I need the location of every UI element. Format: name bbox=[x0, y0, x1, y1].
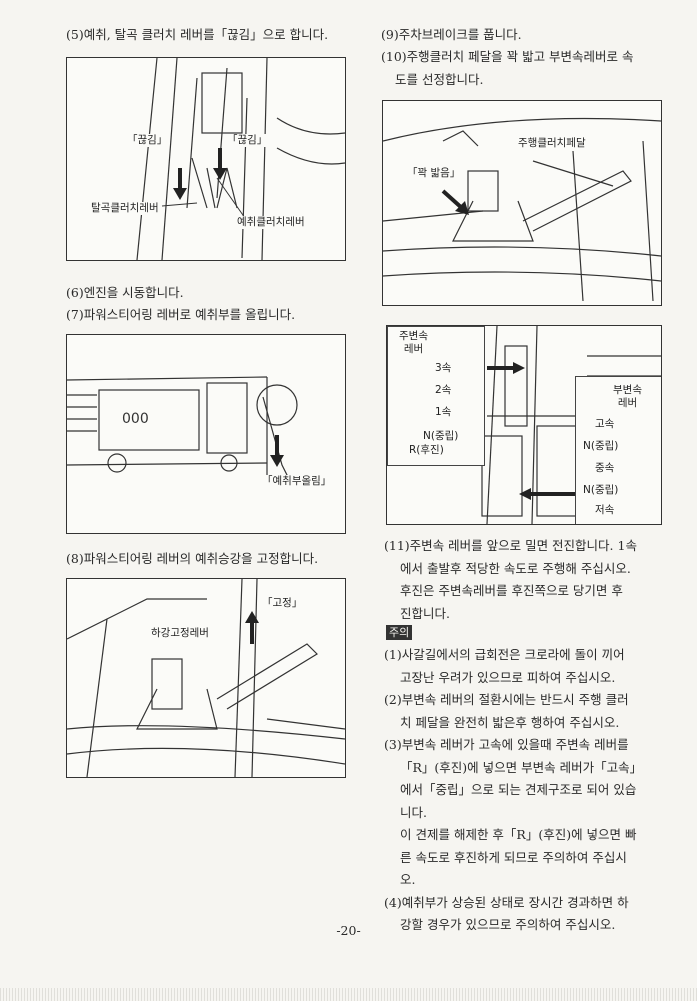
note-line: 치 페달을 완전히 밟은후 행하여 주십시오. bbox=[400, 714, 620, 730]
sub-shift-title-line: 부변속 bbox=[613, 384, 642, 396]
gear-reverse: R(후진) bbox=[409, 444, 444, 457]
note-line: 른 속도로 후진하게 되므로 주의하여 주십시 bbox=[400, 849, 627, 865]
svg-text:000: 000 bbox=[122, 411, 149, 427]
label-fix: 「고정」 bbox=[262, 597, 303, 610]
step-5-text: (5)예취, 탈곡 클러치 레버를「끊김」으로 합니다. bbox=[66, 27, 329, 42]
note-line: (2)부변속 레버의 절환시에는 반드시 주행 클러 bbox=[384, 692, 629, 707]
main-shift-title-line: 주변속 bbox=[399, 330, 428, 342]
lowering-lock-illustration bbox=[67, 579, 345, 777]
label-mowing-clutch-lever: 예취클러치레버 bbox=[237, 216, 305, 229]
sub-gear-neutral-2: N(중립) bbox=[583, 484, 619, 497]
note-line: 강할 경우가 있으므로 주의하여 주십시오. bbox=[400, 917, 616, 932]
note-line: (4)예취부가 상승된 상태로 장시간 경과하면 하 bbox=[384, 894, 629, 910]
step-8-text: (8)파워스티어링 레버의 예취승강을 고정합니다. bbox=[66, 551, 319, 566]
step-10-text: (10)주행클러치 페달을 꽉 밟고 부변속레버로 속 도를 선정합니다. bbox=[381, 46, 634, 91]
main-shift-title: 주변속 레버 bbox=[399, 330, 428, 356]
step-11-line: 에서 출발후 적당한 속도로 주행해 주십시오. bbox=[400, 560, 631, 576]
step-11-line: 진합니다. bbox=[400, 605, 450, 621]
note-line: 에서「중립」으로 되는 견제구조로 되어 있습 bbox=[400, 782, 637, 797]
label-cut-left: 「끊김」 bbox=[127, 134, 168, 147]
step-10-line: (10)주행클러치 페달을 꽉 밟고 부변속레버로 속 bbox=[381, 49, 634, 64]
step-9-text: (9)주차브레이크를 풉니다. bbox=[381, 27, 522, 42]
sub-gear-high: 고속 bbox=[595, 418, 615, 431]
step-11-line: (11)주변속 레버를 앞으로 밀면 전진합니다. 1속 bbox=[384, 538, 637, 553]
sub-shift-title: 부변속 레버 bbox=[613, 384, 642, 410]
step-11-text: (11)주변속 레버를 앞으로 밀면 전진합니다. 1속 에서 출발후 적당한 … bbox=[384, 535, 637, 625]
step-11-line: 후진은 주변속레버를 후진쪽으로 당기면 후 bbox=[400, 583, 623, 598]
sub-shift-title-line: 레버 bbox=[617, 397, 638, 409]
sub-gear-neutral-1: N(중립) bbox=[583, 440, 619, 453]
figure-clutch-levers: 「끊김」 「끊김」 탈곡클러치레버 예취클러치레버 bbox=[66, 57, 346, 261]
page-number: -20- bbox=[336, 923, 361, 938]
label-travel-clutch-pedal: 주행클러치페달 bbox=[518, 137, 586, 150]
note-line: (1)사갈길에서의 급회전은 크로라에 돌이 끼어 bbox=[384, 647, 625, 662]
step-7-text: (7)파워스티어링 레버로 예취부를 올립니다. bbox=[66, 307, 296, 322]
step-6-text: (6)엔진을 시동합니다. bbox=[66, 285, 184, 300]
gear-3rd: 3속 bbox=[435, 362, 452, 375]
gear-neutral-main: N(중립) bbox=[423, 430, 459, 443]
figure-gear-shift-levers: 주변속 레버 3속 2속 1속 N(중립) R(후진) 부변속 레버 고속 N(… bbox=[386, 325, 662, 525]
label-press-firmly: 「꽉 밟음」 bbox=[407, 167, 461, 180]
note-line: 오. bbox=[400, 872, 416, 887]
figure-lowering-lock: 「고정」 하강고정레버 bbox=[66, 578, 346, 778]
scan-edge-artifact bbox=[0, 988, 697, 1001]
label-lowering-lock-lever: 하강고정레버 bbox=[151, 627, 209, 640]
sub-gear-low: 저속 bbox=[595, 504, 615, 517]
note-line: 니다. bbox=[400, 804, 427, 820]
note-line: 이 견제를 해제한 후「R」(후진)에 넣으면 빠 bbox=[400, 827, 637, 842]
main-shift-title-line: 레버 bbox=[403, 343, 424, 355]
caution-badge: 주의 bbox=[386, 625, 413, 640]
travel-clutch-pedal-illustration bbox=[383, 117, 661, 302]
gear-1st: 1속 bbox=[435, 406, 452, 419]
sub-gear-mid: 중속 bbox=[595, 462, 615, 475]
power-steering-illustration: 000 bbox=[67, 376, 298, 486]
note-line: 「R」(후진)에 넣으면 부변속 레버가「고속」 bbox=[400, 759, 643, 775]
label-cut-right: 「끊김」 bbox=[227, 134, 268, 147]
caution-notes: (1)사갈길에서의 급회전은 크로라에 돌이 끼어 고장난 우려가 있으므로 피… bbox=[384, 644, 642, 937]
figure-power-steering: 000 「예취부올림」 bbox=[66, 334, 346, 534]
note-line: 고장난 우려가 있으므로 피하여 주십시오. bbox=[400, 669, 616, 685]
clutch-levers-illustration bbox=[136, 58, 345, 260]
step-10-line: 도를 선정합니다. bbox=[395, 71, 484, 87]
label-threshing-clutch-lever: 탈곡클러치레버 bbox=[91, 202, 159, 215]
note-line: (3)부변속 레버가 고속에 있을때 주변속 레버를 bbox=[384, 737, 629, 752]
label-raise-mower: 「예취부올림」 bbox=[262, 475, 332, 488]
gear-2nd: 2속 bbox=[435, 384, 452, 397]
figure-travel-clutch-pedal: 주행클러치페달 「꽉 밟음」 bbox=[382, 100, 662, 306]
